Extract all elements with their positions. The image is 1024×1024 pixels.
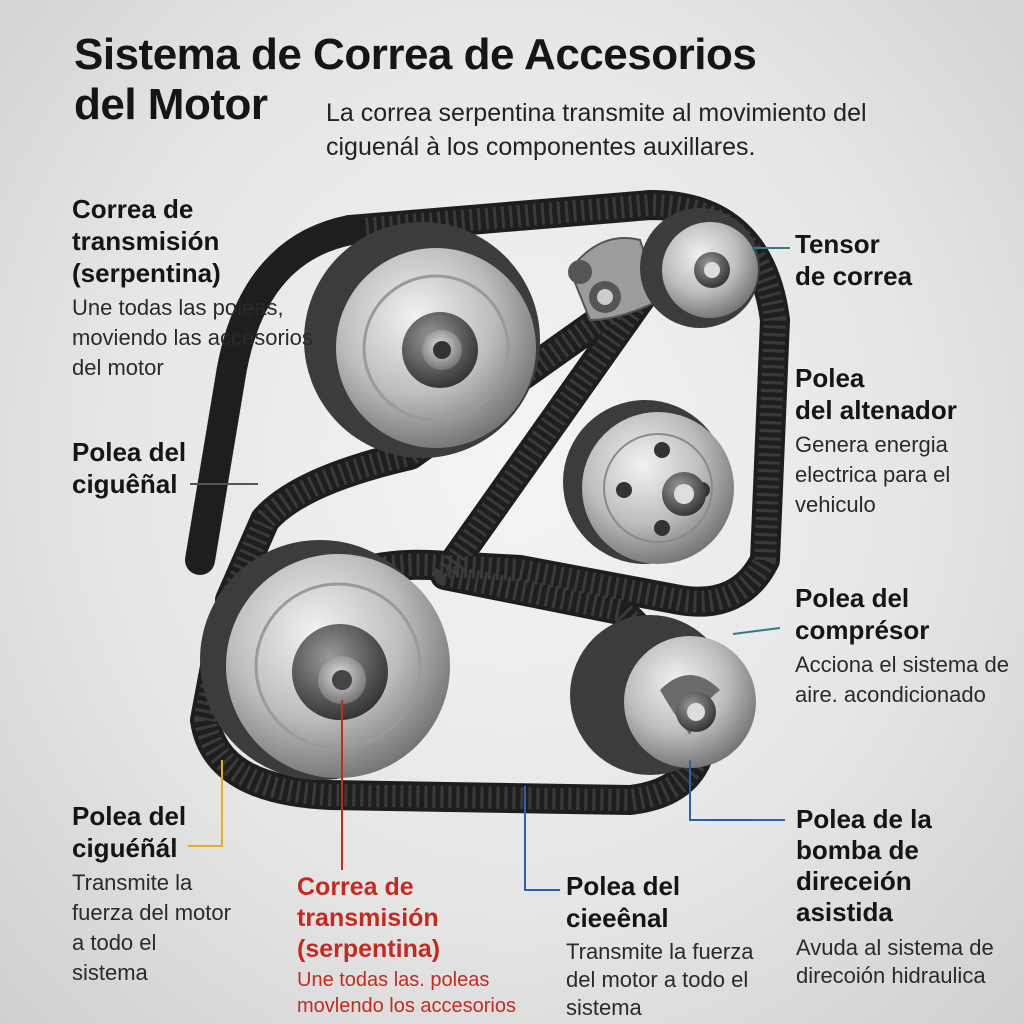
label-cieeenal-desc: Transmite la fuerza del motor a todo el … [566,939,754,1020]
label-cieeenal-title-2: cieeênal [566,903,669,933]
tensor-pulley [568,208,760,328]
label-belt-bottom-title-3: (serpentina) [297,935,441,963]
label-alternator: Polea del altenador Genera energia elect… [795,362,995,520]
label-crank-lower-title-2: ciguéñál [72,833,178,863]
top-left-pulley [304,222,540,458]
label-belt-bottom-title-2: transmisión [297,904,439,932]
label-tensor: Tensor de correa [795,228,995,292]
label-crank-upper-title-2: ciguêñal [72,469,178,499]
label-steering-title-4: asistida [796,897,893,927]
crankshaft-pulley [200,540,450,780]
leader-compressor [732,627,781,635]
label-belt-bottom: Correa de transmisión (serpentina) Une t… [297,872,552,1019]
leader-crank-lower [188,760,223,847]
label-compressor-desc: Acciona el sistema de aire. acondicionad… [795,652,1009,707]
label-compressor: Polea del comprésor Acciona el sistema d… [795,582,1010,710]
label-crank-lower: Polea del ciguéñál Transmite la fuerza d… [72,800,232,988]
leader-lines [188,247,790,891]
compressor-pulley [570,615,756,775]
label-belt-top-title-1: Correa de transmisión [72,194,220,256]
label-crank-upper: Polea del ciguêñal [72,436,212,500]
label-steering-desc: Avuda al sistema de direcoión hidraulica [796,935,994,988]
label-steering: Polea de la bomba de direceión asistida … [796,804,1011,990]
alternator-pulley [563,400,734,564]
label-belt-bottom-title-1: Correa de [297,873,414,901]
label-crank-lower-desc: Transmite la fuerza del motor a todo el … [72,870,231,985]
label-alternator-desc: Genera energia electrica para el vehicul… [795,432,951,517]
label-steering-title-1: Polea de la [796,804,932,834]
leader-cieeenal [524,786,560,891]
label-tensor-title-1: Tensor [795,229,880,259]
leader-steering [689,760,785,821]
page-title-line1: Sistema de Correa de Accesorios [74,30,757,79]
label-belt-top-desc: Une todas las poleas, moviendo las acces… [72,295,313,380]
label-alternator-title-1: Polea [795,363,865,393]
label-cieeenal: Polea del cieeênal Transmite la fuerza d… [566,870,781,1022]
page-title-line2: del Motor [74,80,268,129]
label-crank-lower-title-1: Polea del [72,801,187,831]
label-tensor-title-2: de correa [795,261,913,291]
label-alternator-title-2: del altenador [795,395,957,425]
label-steering-title-2: bomba de [796,835,919,865]
label-cieeenal-title-1: Polea del [566,871,681,901]
label-compressor-title-1: Polea del [795,583,910,613]
label-crank-upper-title-1: Polea del [72,437,187,467]
label-belt-top: Correa de transmisión (serpentina) Une t… [72,193,332,383]
label-steering-title-3: direceión [796,866,912,896]
page-subtitle: La correa serpentina transmite al movimi… [326,99,867,161]
page-title: Sistema de Correa de Accesorios del Moto… [74,30,924,130]
label-belt-bottom-desc: Une todas las. poleas movlendo los acces… [297,969,516,1017]
serpentine-belt [185,190,790,815]
label-belt-top-title-2: (serpentina) [72,258,221,288]
label-compressor-title-2: comprésor [795,615,930,645]
